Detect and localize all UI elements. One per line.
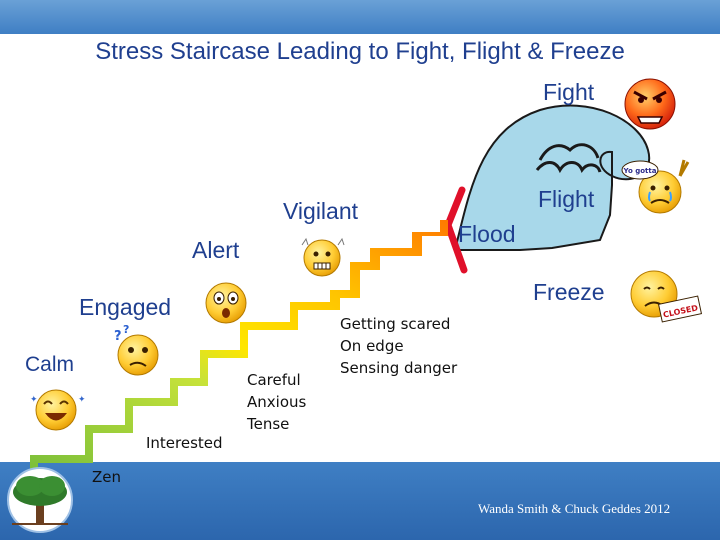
note-scared: Getting scared On edge Sensing danger — [340, 313, 457, 379]
note-careful-line: Careful — [247, 371, 301, 389]
svg-text:✦: ✦ — [30, 395, 38, 405]
slide-title: Stress Staircase Leading to Fight, Fligh… — [95, 38, 625, 65]
svg-text:✦: ✦ — [78, 395, 86, 405]
stage-calm: Calm — [25, 353, 75, 376]
flood-wave — [453, 104, 651, 251]
note-scared-line: Getting scared — [340, 315, 451, 333]
stage-alert: Alert — [192, 237, 240, 263]
stage-flood: Flood — [458, 221, 516, 247]
note-careful: Careful Anxious Tense — [247, 369, 306, 435]
bottom-banner — [0, 462, 720, 540]
credit-text: Wanda Smith & Chuck Geddes 2012 — [478, 501, 671, 516]
svg-text:?: ? — [123, 323, 129, 336]
stage-freeze: Freeze — [533, 279, 605, 305]
surprised-face-icon — [205, 282, 247, 324]
stage-zen: Zen — [92, 468, 122, 486]
stage-engaged: Engaged — [79, 294, 172, 320]
calm-face-icon: ✦ ✦ — [30, 389, 86, 431]
tree-logo-icon — [7, 467, 73, 533]
note-danger-line: Sensing danger — [340, 359, 458, 377]
sad-face-icon — [630, 270, 703, 323]
confused-face-icon: ? ? — [114, 323, 159, 376]
stage-interested: Interested — [146, 434, 223, 452]
top-banner — [0, 0, 720, 34]
crying-face-icon — [621, 159, 690, 214]
svg-text:?: ? — [114, 329, 122, 344]
note-edge-line: On edge — [340, 337, 404, 355]
stage-vigilant: Vigilant — [283, 198, 359, 224]
note-anxious-line: Anxious — [247, 393, 307, 411]
worried-face-icon — [301, 237, 345, 277]
note-tense-line: Tense — [247, 415, 290, 433]
stage-flight: Flight — [538, 186, 595, 212]
flight-sign-text: Yo gotta — [623, 167, 657, 175]
stage-fight: Fight — [543, 79, 595, 105]
angry-face-icon — [624, 78, 676, 130]
